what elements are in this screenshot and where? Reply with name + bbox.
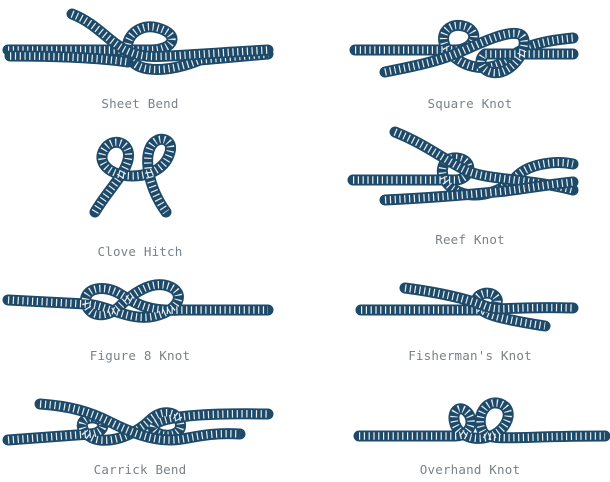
overhand-knot-rope: [359, 403, 605, 438]
reef-knot-illustration: [305, 120, 610, 240]
knot-label: Sheet Bend: [0, 96, 280, 111]
fishermans-knot-rope: [361, 288, 573, 326]
carrick-bend-rope: [8, 404, 268, 440]
clove-hitch-rope: [95, 139, 171, 212]
knot-reef: Reef Knot: [305, 120, 610, 240]
figure-8-illustration: [0, 240, 305, 360]
knot-label: Square Knot: [355, 96, 585, 111]
knot-carrick-bend: Carrick Bend: [0, 360, 305, 480]
knot-fishermans: Fisherman's Knot: [305, 240, 610, 360]
knot-label: Overhand Knot: [355, 462, 585, 477]
square-knot-rope: [355, 25, 573, 72]
knot-label: Carrick Bend: [0, 462, 280, 477]
knot-figure-8: Figure 8 Knot: [0, 240, 305, 360]
clove-hitch-illustration: [0, 120, 305, 240]
figure-8-rope: [8, 285, 268, 318]
knot-sheet-bend: Sheet Bend: [0, 0, 305, 120]
knot-clove-hitch: Clove Hitch: [0, 120, 305, 240]
rope-strand: [359, 403, 605, 438]
knot-overhand: Overhand Knot: [305, 360, 610, 480]
reef-knot-rope: [353, 132, 573, 200]
knot-square: Square Knot: [305, 0, 610, 120]
fishermans-knot-illustration: [305, 240, 610, 360]
sheet-bend-rope: [8, 14, 268, 70]
